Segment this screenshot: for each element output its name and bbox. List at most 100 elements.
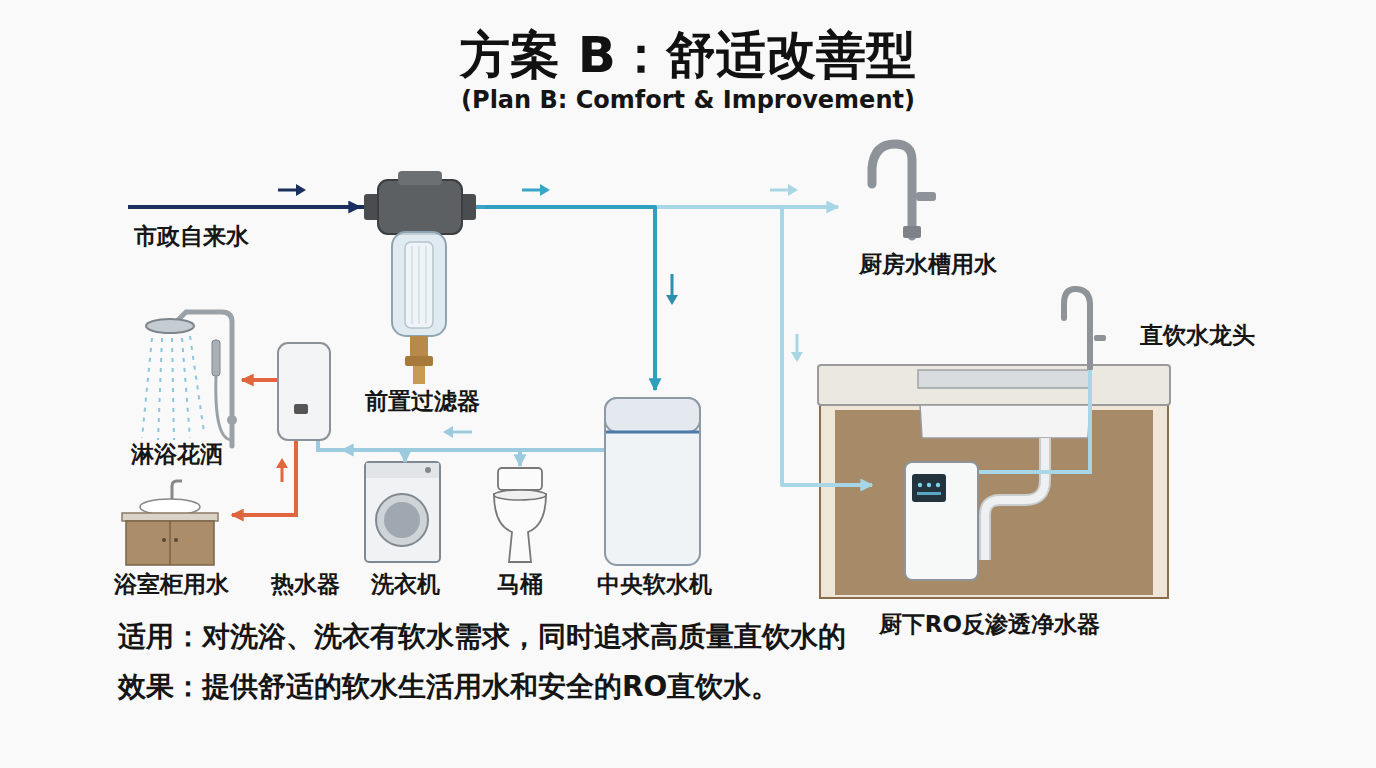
subtitle: (Plan B: Comfort & Improvement) (0, 86, 1376, 114)
toilet-part (494, 494, 546, 562)
device-label: 淋浴花洒 (131, 440, 223, 470)
diagram-title: 方案 B：舒适改善型 (0, 22, 1376, 89)
note-text: 效果：提供舒适的软水生活用水和安全的RO直饮水。 (118, 668, 1118, 706)
device-node: 直饮水龙头 (1060, 282, 1255, 370)
prefilter-illustration-part (410, 336, 428, 358)
bathroom-vanity-part (126, 521, 214, 565)
flow-arrow (276, 184, 803, 482)
shower-part (158, 338, 162, 440)
device-node: 厨下RO反渗透净水器 (872, 455, 1107, 640)
device-node: 洗衣机 (358, 462, 452, 600)
ro-unit-part (927, 483, 931, 487)
flow-arrow-part (278, 189, 297, 192)
shower-part (227, 415, 237, 425)
ro-unit-part (912, 474, 946, 502)
water-pipe (264, 205, 360, 209)
flow-arrow-part (281, 467, 284, 482)
bathroom-vanity-part (122, 513, 218, 521)
kitchen-faucet-part (916, 192, 936, 201)
ro-unit (905, 455, 1090, 580)
water-pipe (1088, 370, 1092, 455)
flow-arrow-part (666, 295, 678, 305)
drinking-faucet-part (1094, 335, 1106, 341)
prefilter-illustration-part (405, 356, 433, 366)
device-node: 中央软水机 (598, 390, 710, 600)
washing-machine-part (366, 463, 439, 478)
washing-machine-part (365, 462, 440, 562)
flow-arrow-part (522, 189, 541, 192)
device-node: 厨房水槽用水 (838, 140, 1018, 280)
bathroom-vanity (122, 481, 218, 565)
shower-part (182, 338, 190, 438)
device-node: 前置过滤器 (360, 172, 485, 417)
flow-arrow-part (296, 184, 306, 196)
pipe-stub-part (268, 440, 296, 515)
device-label: 马桶 (497, 570, 543, 600)
prefilter-illustration-part (398, 171, 442, 185)
bathroom-vanity-part (169, 521, 171, 565)
shower-part (142, 338, 152, 438)
water-pipe (242, 378, 268, 382)
shower-part (212, 340, 220, 376)
water-pipe (485, 207, 872, 485)
ro-unit-part (917, 492, 941, 495)
device-node: 淋浴花洒 (112, 305, 242, 470)
device-label: 前置过滤器 (365, 387, 480, 417)
prefilter-illustration-part (419, 246, 420, 324)
device-node: 热水器 (268, 340, 342, 600)
flow-arrow-part (796, 334, 799, 353)
shower-part (216, 376, 232, 440)
flow-arrow-part (788, 184, 798, 196)
shower-part (190, 336, 204, 432)
water-heater-part (278, 343, 330, 440)
prefilter-illustration-part (426, 246, 427, 324)
note-text: 适用：对洗浴、洗衣有软水需求，同时追求高质量直饮水的 (118, 618, 1118, 656)
kitchen-cabinet (818, 365, 1170, 598)
water-pipe (520, 450, 598, 466)
flow-arrow-part (671, 274, 674, 296)
bathroom-vanity-part (172, 481, 182, 499)
bathroom-vanity-part (174, 538, 178, 542)
device-node: 马桶 (485, 466, 555, 600)
device-label: 市政自来水 (134, 222, 249, 252)
flow-arrow-part (443, 426, 453, 438)
water-pipe (232, 513, 268, 517)
shower-part (142, 336, 204, 440)
prefilter-illustration-part (378, 180, 462, 234)
water-pipe (405, 450, 598, 462)
kitchen-cabinet-part (820, 395, 1168, 598)
washing-machine-part (425, 467, 431, 473)
shower-part (172, 338, 174, 440)
device-label: 厨房水槽用水 (859, 250, 997, 280)
flow-arrow-part (791, 352, 803, 362)
device-label: 洗衣机 (371, 570, 440, 600)
water-softener-part (606, 431, 699, 434)
water-softener (605, 398, 700, 565)
ro-unit-part (978, 455, 1090, 472)
flow-arrow-part (540, 184, 550, 196)
flow-arrow-part (452, 431, 472, 434)
device-node: 市政自来水 (118, 200, 264, 252)
water-pipe (485, 205, 838, 209)
water-softener-part (605, 398, 700, 565)
flow-arrow-part (276, 458, 288, 468)
prefilter-illustration-part (413, 366, 425, 384)
water-heater (278, 343, 330, 440)
prefilter-illustration (364, 171, 476, 384)
washing-machine-part (384, 502, 420, 538)
washing-machine (365, 462, 440, 562)
water-pipe (485, 207, 655, 390)
water-heater-part (294, 404, 308, 414)
kitchen-cabinet-part (985, 438, 1045, 560)
device-label: 热水器 (271, 570, 340, 600)
pipe-stub-part (318, 440, 342, 450)
drinking-faucet-part (1064, 289, 1090, 368)
pipe-stub (128, 207, 906, 515)
device-label: 厨下RO反渗透净水器 (879, 610, 1100, 640)
ro-unit-part (936, 483, 940, 487)
prefilter-illustration-part (405, 242, 433, 328)
toilet-part (498, 468, 542, 490)
device-node: 浴室柜用水 (110, 475, 232, 600)
water-pipe (342, 448, 598, 452)
ro-unit-part (905, 462, 978, 580)
